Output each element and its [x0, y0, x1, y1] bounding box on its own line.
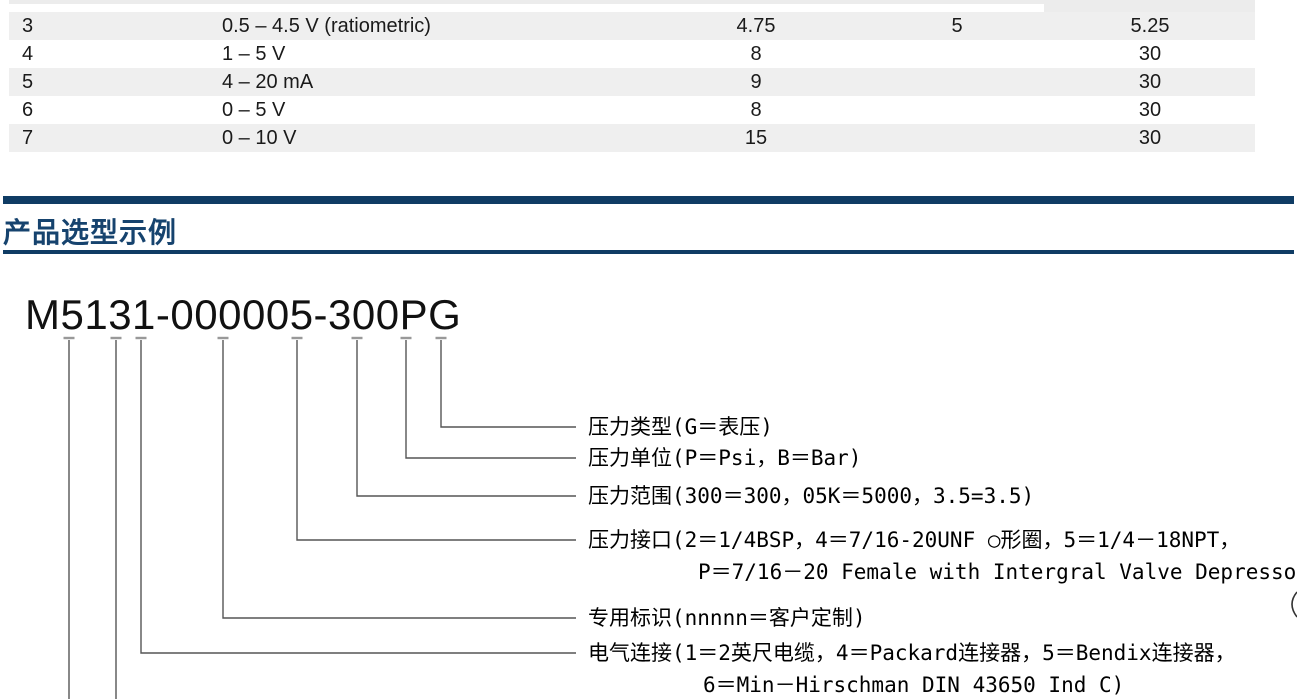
cell-output: 0.5 – 4.5 V (ratiometric): [222, 15, 431, 37]
leader-elbows: [68, 340, 576, 699]
cell-min: 4.75: [736, 15, 776, 37]
cell-min: 15: [744, 127, 768, 149]
cell-code: 3: [22, 15, 34, 37]
label-pressure-unit: 压力单位(P＝Psi，B＝Bar): [588, 446, 862, 470]
cell-min: 8: [750, 43, 762, 65]
cell-typ: [897, 68, 1017, 96]
cell-max: 30: [1138, 43, 1162, 65]
cell-code: 7: [22, 127, 34, 149]
table-row: 5 4 – 20 mA 9 30: [9, 68, 1255, 96]
section-title: 产品选型示例: [3, 217, 178, 248]
label-pressure-port-line2: P＝7/16－20 Female with Intergral Valve De…: [698, 560, 1297, 584]
label-pressure-type: 压力类型(G＝表压): [588, 415, 773, 439]
cell-typ: [897, 40, 1017, 68]
cell-output: 1 – 5 V: [222, 43, 286, 65]
label-electrical-connection: 电气连接(1＝2英尺电缆，4＝Packard连接器，5＝Bendix连接器，: [588, 641, 1236, 665]
cell-output: 4 – 20 mA: [222, 71, 314, 93]
page-edge-fragment-icon: [1291, 591, 1297, 618]
table-row: 7 0 – 10 V 15 30: [9, 124, 1255, 152]
label-pressure-port: 压力接口(2＝1/4BSP，4＝7/16-20UNF ○形圈，5＝1/4－18N…: [588, 528, 1241, 552]
label-custom-id: 专用标识(nnnnn＝客户定制): [588, 606, 866, 630]
cell-output: 0 – 10 V: [222, 127, 297, 149]
cell-code: 5: [22, 71, 34, 93]
section-divider-bottom: [3, 250, 1294, 254]
cell-max: 30: [1138, 71, 1162, 93]
section-divider-top: [3, 196, 1294, 204]
table-top-band: [9, 0, 1255, 4]
cell-typ: [897, 96, 1017, 124]
table-row: 6 0 – 5 V 8 30: [9, 96, 1255, 124]
cell-typ: 5: [951, 15, 963, 37]
table-top-right-band: [1044, 0, 1255, 12]
cell-max: 5.25: [1130, 15, 1170, 37]
cell-typ: [897, 124, 1017, 152]
cell-output: 0 – 5 V: [222, 99, 286, 121]
cell-max: 30: [1138, 99, 1162, 121]
label-pressure-range: 压力范围(300＝300，05K＝5000，3.5=3.5): [588, 484, 1035, 508]
cell-min: 9: [750, 71, 762, 93]
table-row: 4 1 – 5 V 8 30: [9, 40, 1255, 68]
table-row: 3 0.5 – 4.5 V (ratiometric) 4.75 5 5.25: [9, 12, 1255, 40]
label-electrical-connection-line2: 6＝Min－Hirschman DIN 43650 Ind C): [703, 673, 1125, 697]
part-number: M5131-000005-300PG: [25, 291, 462, 338]
cell-max: 30: [1138, 127, 1162, 149]
cell-code: 6: [22, 99, 34, 121]
cell-code: 4: [22, 43, 34, 65]
cell-min: 8: [750, 99, 762, 121]
